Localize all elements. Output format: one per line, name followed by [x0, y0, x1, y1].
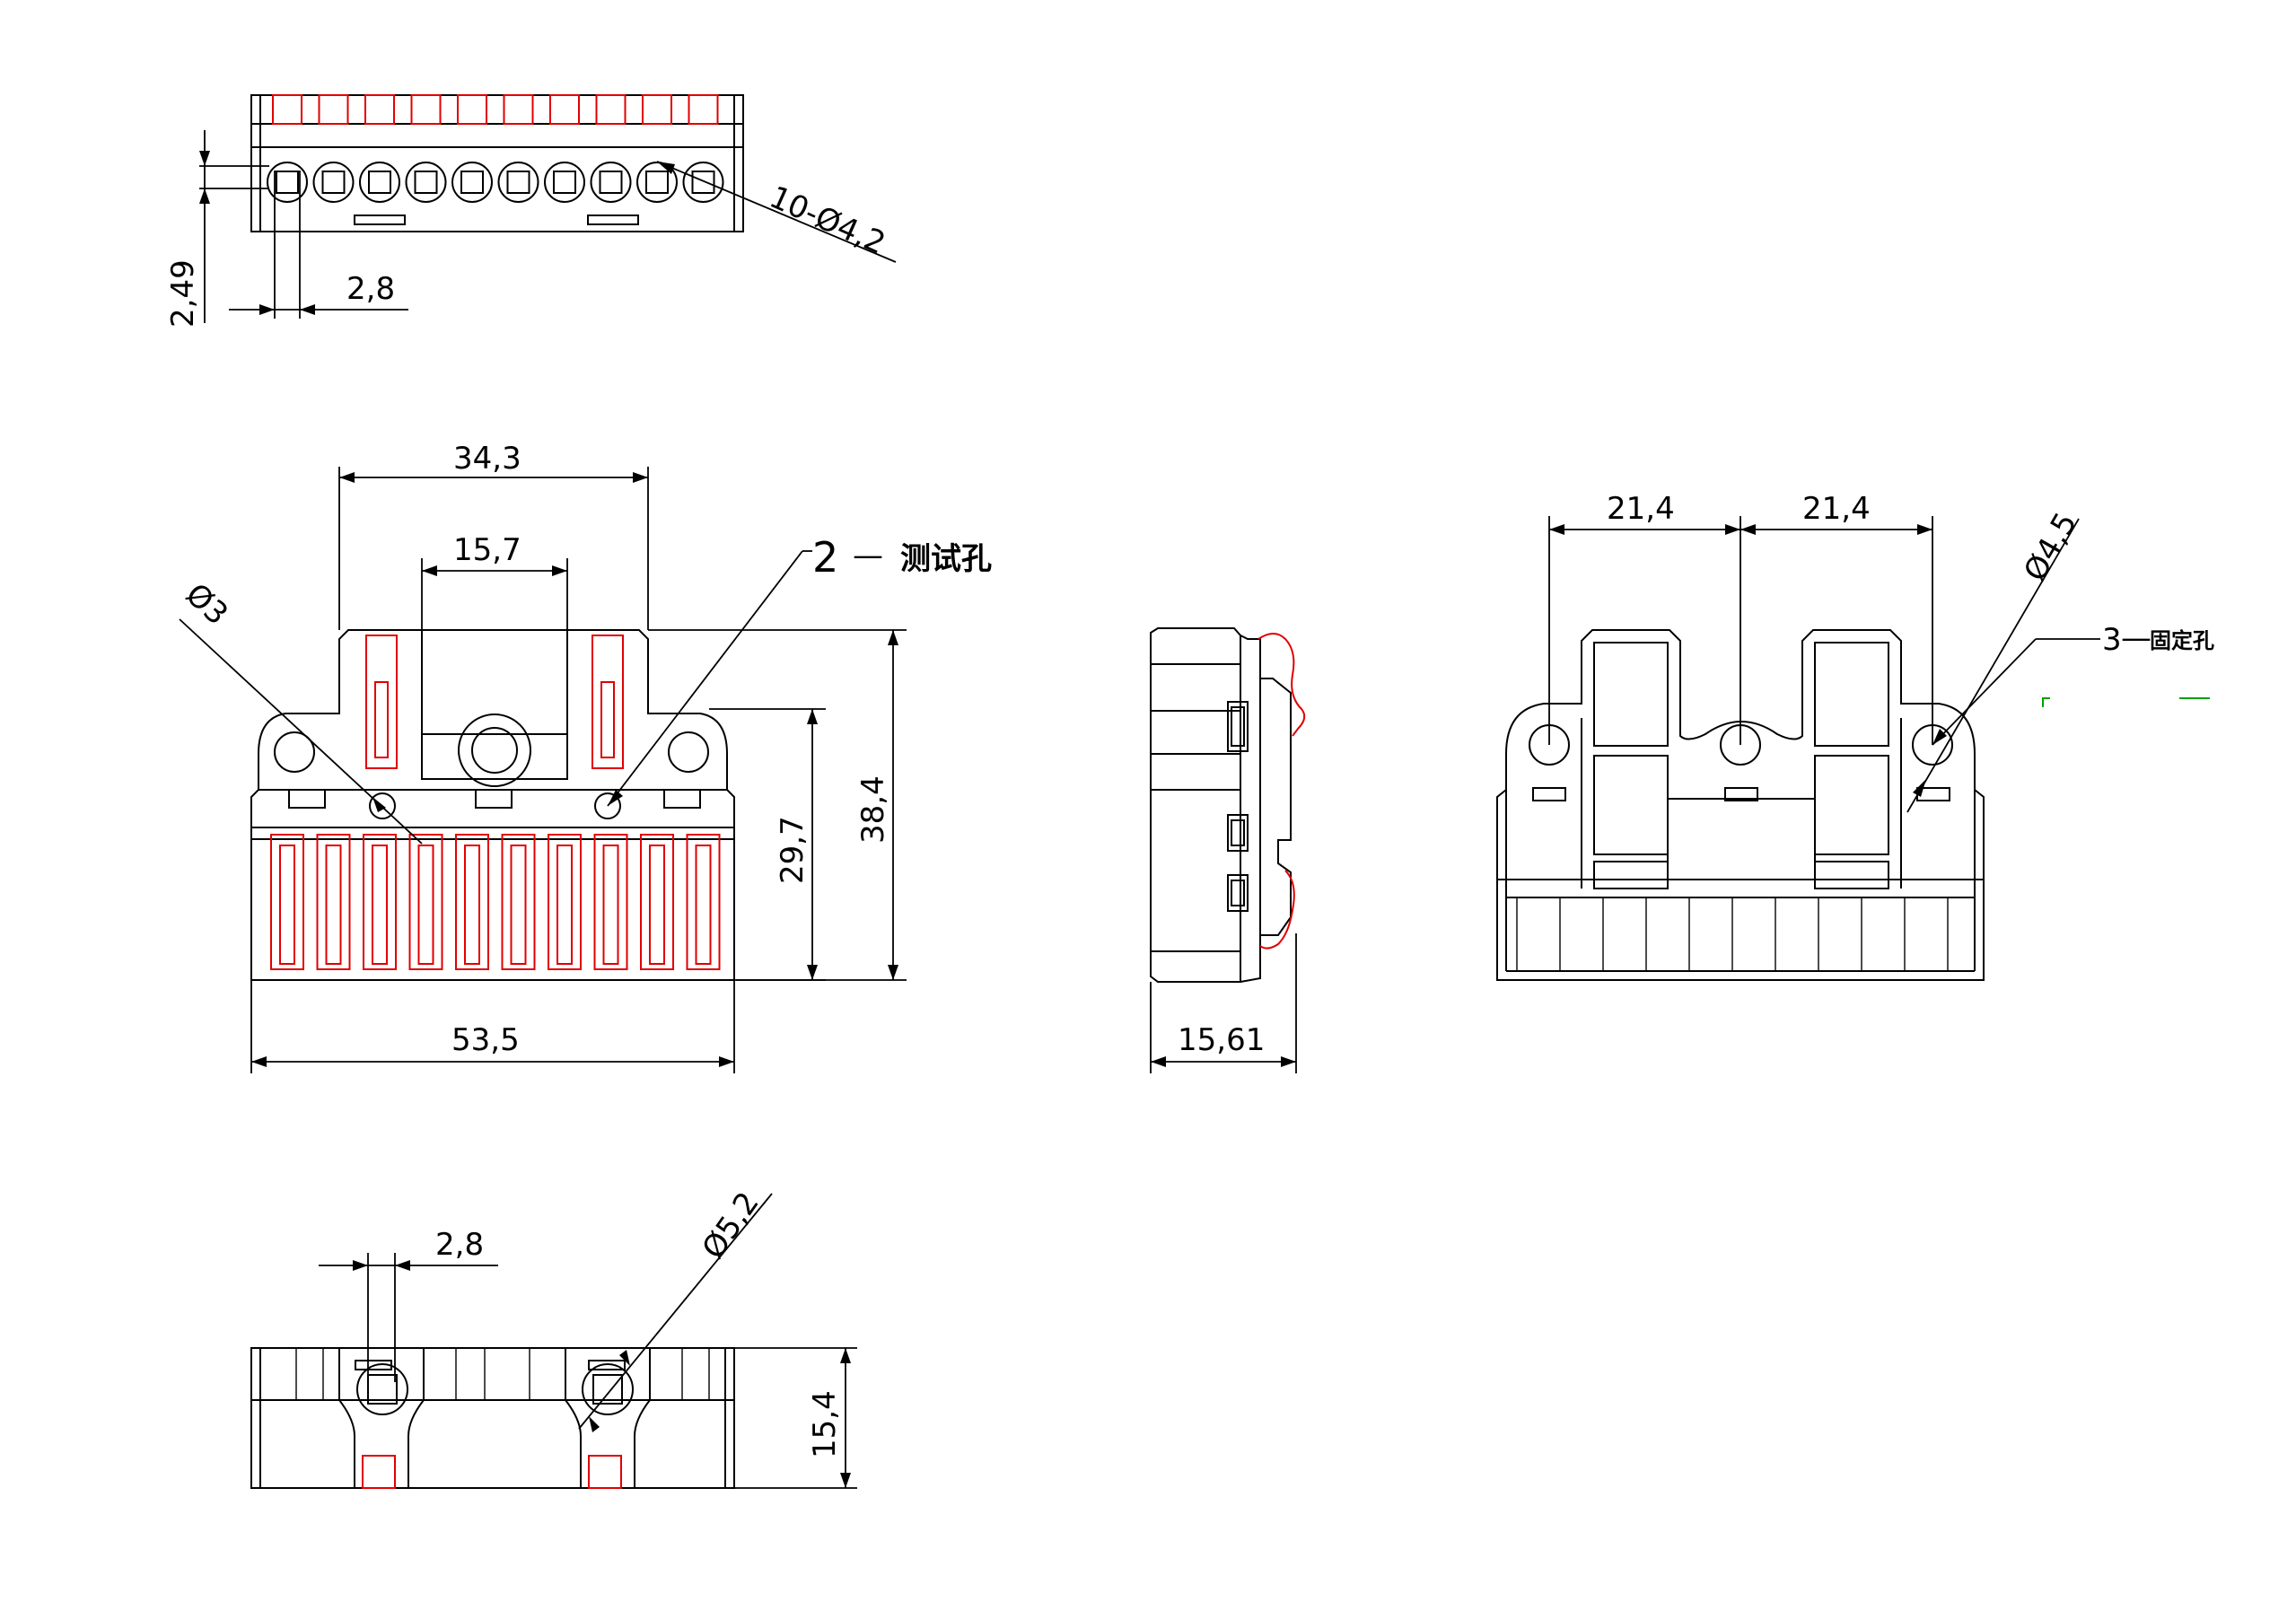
top-wire-hole	[451, 162, 493, 203]
front-terminal	[501, 834, 536, 970]
dim-bottom-height: 15,4	[807, 1390, 843, 1458]
top-wire-hole-square	[460, 171, 484, 194]
top-slot-group	[272, 94, 719, 125]
front-terminal-inner	[464, 845, 480, 965]
front-terminal	[455, 834, 489, 970]
top-slot	[318, 94, 349, 125]
top-slot	[642, 94, 672, 125]
front-terminal	[363, 834, 397, 970]
callout-mount-hole-number: 3	[2102, 622, 2122, 658]
top-slot	[272, 94, 302, 125]
dim-bottom-pitch: 2,8	[435, 1227, 484, 1263]
top-view-body	[250, 94, 744, 232]
callout-mount-hole-label: 固定孔	[2150, 628, 2214, 653]
top-hole-group	[267, 162, 724, 203]
top-wire-hole-square	[645, 171, 669, 194]
top-wire-hole-square	[553, 171, 576, 194]
top-wire-hole	[359, 162, 400, 203]
top-wire-hole	[312, 162, 355, 203]
back-view-outline	[1496, 629, 1985, 981]
dim-mount-hole-dia: Ø4,5	[2017, 506, 2084, 587]
top-wire-hole	[682, 162, 724, 203]
dim-bottom-hole-dia: Ø5,2	[696, 1186, 767, 1265]
callout-test-hole-label: 测试孔	[900, 541, 992, 577]
side-view: 15,61	[1150, 627, 1306, 1073]
top-wire-hole	[267, 162, 308, 203]
top-wire-hole	[405, 162, 447, 203]
front-terminal	[686, 834, 721, 970]
front-terminal-inner	[556, 845, 573, 965]
front-terminal-inner	[510, 845, 527, 965]
dim-test-hole-dia: Ø3	[179, 576, 235, 632]
dim-inner-width: 15,7	[453, 532, 521, 568]
top-wire-hole-square	[599, 171, 623, 194]
front-terminal-group	[270, 834, 721, 970]
front-terminal-inner	[417, 845, 434, 965]
dim-top-holes: 10-Ø4,2	[764, 179, 890, 262]
callout-test-hole-number: 2	[812, 533, 838, 582]
dim-span-left: 21,4	[1607, 491, 1675, 527]
top-wire-hole-square	[368, 171, 391, 194]
front-terminal	[316, 834, 351, 970]
green-corner-marker	[2042, 697, 2050, 707]
front-view: 34,3 15,7 53,5 29,7 38,4 Ø3	[179, 441, 992, 1073]
top-slot	[549, 94, 580, 125]
front-terminal	[640, 834, 674, 970]
dim-slot-height: 2,49	[165, 259, 201, 328]
top-slot	[364, 94, 395, 125]
back-view: 21,4 21,4 Ø4,5 3 — 固定孔	[1496, 491, 2214, 981]
top-slot	[503, 94, 534, 125]
callout-mount-hole-dash: —	[2121, 620, 2151, 656]
front-terminal-inner	[602, 845, 619, 965]
dim-span-right: 21,4	[1802, 491, 1871, 527]
dim-total-height: 38,4	[855, 775, 891, 844]
bottom-view-body	[250, 1347, 735, 1489]
callout-test-hole-dash: —	[853, 538, 883, 573]
dim-body-width: 53,5	[451, 1022, 520, 1058]
front-view-outline	[250, 629, 735, 981]
top-slot	[457, 94, 487, 125]
top-wire-hole	[497, 162, 539, 203]
front-terminal	[548, 834, 582, 970]
top-wire-hole-square	[506, 171, 530, 194]
front-terminal-inner	[325, 845, 342, 965]
bottom-rib-group	[295, 1348, 710, 1400]
top-slot	[410, 94, 442, 125]
bottom-view: 2,8 Ø5,2 15,4	[250, 1186, 857, 1489]
top-wire-hole	[590, 162, 632, 203]
front-terminal-inner	[695, 845, 712, 965]
top-slot	[595, 94, 627, 125]
dim-top-pitch: 2,8	[346, 271, 395, 307]
top-wire-hole-square	[276, 171, 299, 194]
back-rib-group	[1516, 897, 1949, 971]
top-view: 2,49 2,8 10-Ø4,2	[165, 94, 897, 328]
front-terminal-inner	[372, 845, 388, 965]
dim-depth: 15,61	[1178, 1022, 1265, 1058]
side-view-outline	[1150, 627, 1292, 983]
top-wire-hole-square	[321, 171, 346, 194]
top-wire-hole-square	[414, 171, 438, 194]
front-terminal	[270, 834, 304, 970]
front-terminal-inner	[649, 845, 665, 965]
top-wire-hole	[544, 162, 585, 203]
dim-body-height: 29,7	[775, 816, 811, 884]
top-slot	[688, 94, 719, 125]
front-terminal	[593, 834, 628, 970]
front-terminal-inner	[279, 845, 295, 965]
front-terminal	[408, 834, 443, 970]
top-wire-hole-square	[691, 171, 715, 194]
dim-upper-width: 34,3	[453, 441, 521, 477]
top-wire-hole	[636, 162, 678, 203]
